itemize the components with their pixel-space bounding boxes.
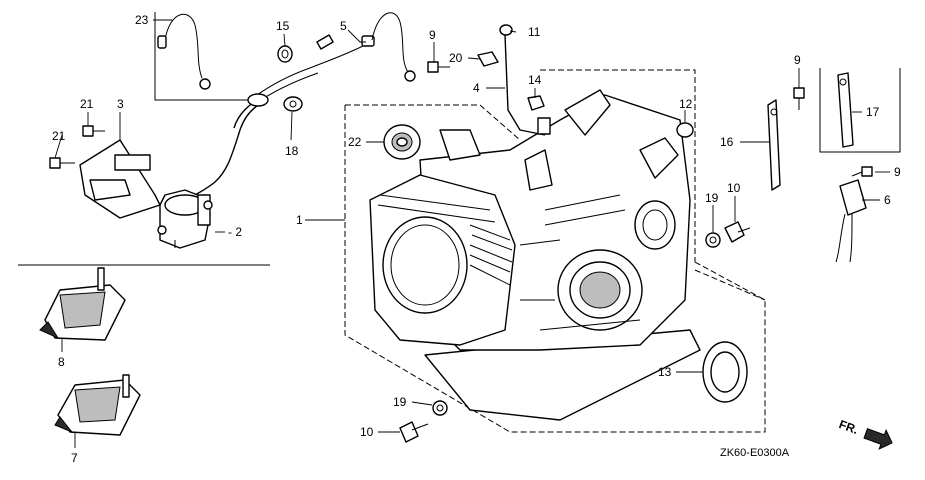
callout-21-upper: 21: [80, 97, 94, 111]
engine-mount-8-part: [39, 267, 126, 341]
callout-1: 1: [296, 213, 303, 227]
ground-wire-part: [157, 13, 211, 90]
oil-seal-22-part: [383, 124, 421, 160]
washer-11-part: [499, 24, 513, 36]
callout-9-sensor: 9: [894, 165, 901, 179]
callout-19-lower: 19: [393, 395, 407, 409]
callout-18: 18: [285, 144, 299, 158]
callout-11: 11: [528, 25, 541, 39]
clip-20-part: [477, 51, 499, 67]
plate-17-part: [837, 72, 854, 148]
callout-6: 6: [884, 193, 891, 207]
sensor-bracket-16-part: [767, 99, 781, 191]
plug-12-part: [676, 122, 694, 138]
bolt-9-sensor-part: [851, 166, 873, 177]
callout-20: 20: [449, 51, 463, 65]
callout-16: 16: [720, 135, 734, 149]
callout-12: 12: [679, 97, 693, 111]
callout-22: 22: [348, 135, 362, 149]
callout-5: 5: [340, 19, 347, 33]
leader-lines: [54, 19, 890, 448]
diagram-code: ZK60-E0300A: [720, 447, 790, 459]
harness-group-frame: [18, 12, 901, 266]
breather-tube-part: [504, 34, 551, 136]
washer-19-lower-part: [432, 400, 448, 416]
bolt-10-lower-part: [399, 421, 429, 443]
callout-19-right: 19: [705, 191, 719, 205]
callout-4: 4: [473, 81, 480, 95]
callout-10-right: 10: [727, 181, 741, 195]
washer-part: [277, 45, 293, 63]
callout-15: 15: [276, 19, 290, 33]
callout-labels: 23 15 5 9 11 20 14 4 21 3 21 18 22 12 - …: [52, 13, 901, 465]
oil-alert-unit-6-part: [835, 179, 867, 263]
wire-harness-part: [249, 12, 416, 105]
callout-8: 8: [58, 355, 65, 369]
engine-mount-7-part: [54, 374, 141, 436]
callout-13: 13: [658, 365, 672, 379]
callout-7: 7: [71, 451, 78, 465]
crankcase-part: [369, 89, 701, 421]
front-arrow-icon: [863, 428, 893, 450]
front-marker-label: FR.: [837, 417, 860, 437]
callout-9-right: 9: [794, 53, 801, 67]
callout-21-lower: 21: [52, 129, 66, 143]
bolt-10-right-part: [724, 221, 751, 243]
bracket-part: [79, 139, 161, 219]
bolt-9-right-part: [793, 87, 805, 110]
washer-19-right-part: [705, 232, 721, 248]
ignition-coil-part: [157, 93, 269, 249]
callout-9-upper: 9: [429, 28, 436, 42]
crankcase-dash-outline: [344, 69, 766, 433]
callout-14: 14: [528, 73, 542, 87]
callout-2: - 2: [228, 225, 242, 239]
nut-part: [283, 96, 303, 112]
callout-23: 23: [135, 13, 149, 27]
oil-seal-13-part: [702, 341, 748, 403]
bolt-21-upper-part: [82, 125, 105, 137]
front-direction-marker: FR.: [837, 417, 893, 450]
callout-17: 17: [866, 105, 880, 119]
callout-3: 3: [117, 97, 124, 111]
bolt-9-upper-part: [427, 61, 450, 73]
callout-10-lower: 10: [360, 425, 374, 439]
nut-14-part: [527, 95, 545, 111]
bolt-21-lower-part: [49, 157, 75, 169]
